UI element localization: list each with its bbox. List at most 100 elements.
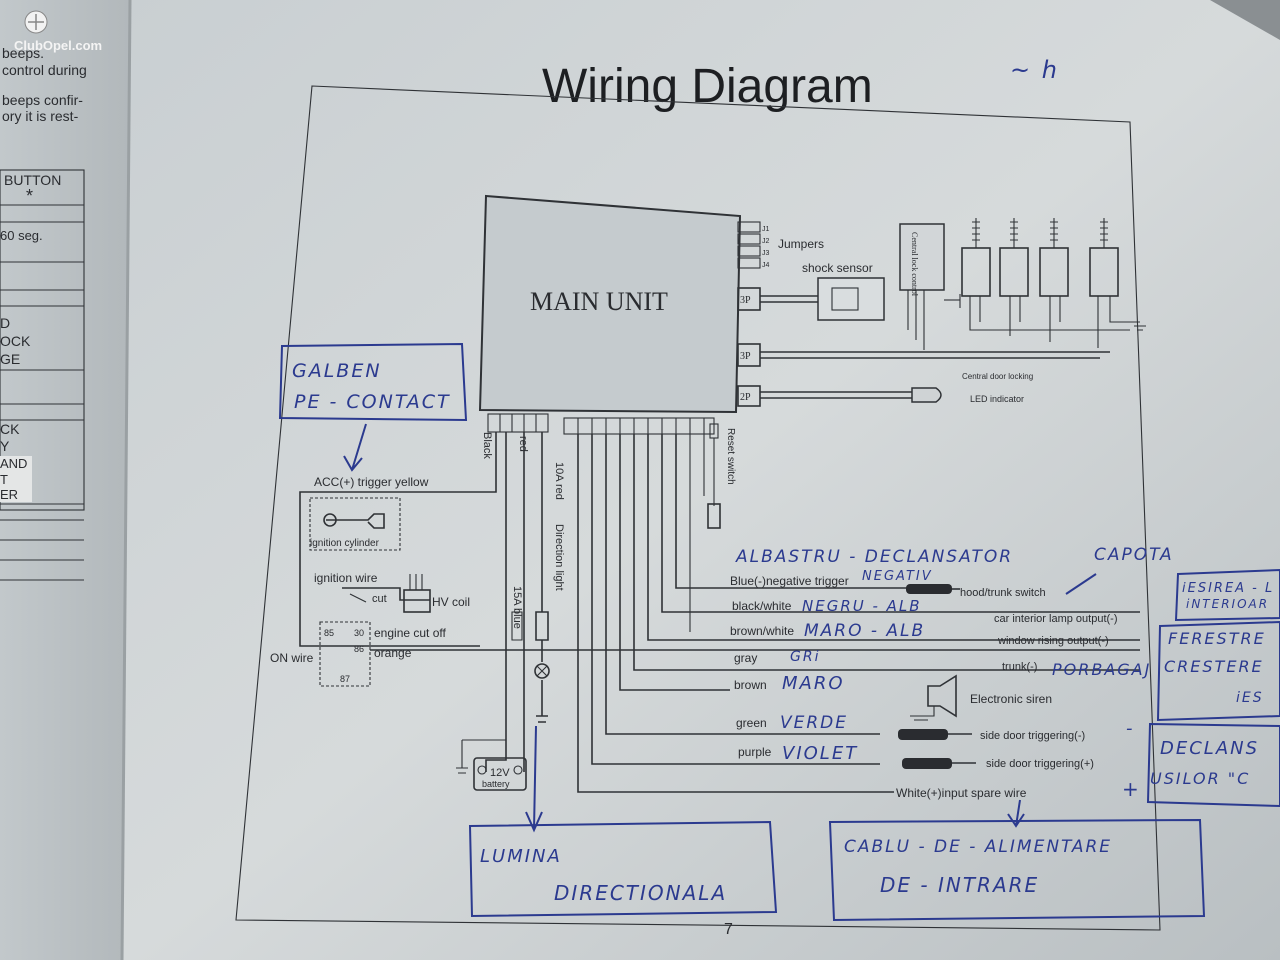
galben-box (278, 342, 468, 422)
relay-pin: 86 (354, 644, 364, 654)
left-text-line: beeps confir- (2, 92, 83, 108)
note-lumina: LUMINA (480, 846, 562, 867)
note-portbagaj: PORBAGAJ (1052, 660, 1151, 679)
diagram-title: Wiring Diagram (542, 60, 873, 113)
jumper-pin: J4 (762, 262, 770, 269)
left-page (0, 0, 130, 960)
shock-sensor-label: shock sensor (802, 261, 873, 275)
note-plus: + (1122, 777, 1141, 801)
note-capota: CAPOTA (1094, 545, 1174, 565)
note-de-intrare: DE - INTRARE (880, 873, 1039, 897)
port-2p (737, 385, 761, 407)
wire-label: black/white (732, 599, 792, 613)
note-usilor: USILOR "C (1150, 769, 1250, 788)
table-header: BUTTON (4, 172, 61, 188)
main-unit: MAIN UNIT J1 J2 J3 J4 Jumpers 3P 3P 2P (478, 194, 824, 439)
note-negativ: NEGATIV (862, 569, 933, 584)
engine-cut-off-label: engine cut off (374, 626, 447, 640)
jumper-pin: J1 (762, 226, 770, 233)
orange-label: orange (374, 646, 412, 660)
central-lock-control: Central lock control (899, 223, 961, 308)
wire-label: brown (734, 678, 767, 692)
page-number: 7 (724, 921, 733, 938)
relay-pin: 30 (354, 628, 364, 638)
port-label: 3P (740, 351, 751, 362)
output-wiring-lines (577, 434, 1140, 793)
highlighted-cells (0, 456, 32, 502)
cut-label: cut (372, 593, 387, 605)
ignition-wire-label: ignition wire (314, 571, 378, 585)
note-verde: VERDE (780, 713, 848, 733)
wire-label-black: Black (481, 432, 493, 459)
note-interioara: iNTERIOAR (1186, 597, 1269, 611)
central-lock-control-label: Central lock control (910, 232, 919, 297)
device-label: window rising output(-) (997, 635, 1109, 647)
device-label: car interior lamp output(-) (994, 613, 1118, 625)
jumper-pin: J2 (762, 238, 770, 245)
wire-label-red: red (517, 436, 529, 452)
table-cell: GE (0, 351, 20, 367)
wire-label: brown/white (730, 624, 794, 638)
table-cell: AND (0, 456, 27, 471)
device-label: hood/trunk switch (960, 587, 1046, 599)
iesirea-box (1174, 568, 1280, 622)
note-minus: - (1126, 718, 1135, 739)
hv-coil-symbol (403, 589, 431, 613)
on-wire-label: ON wire (270, 651, 314, 665)
hv-coil-label: HV coil (432, 595, 470, 609)
device-label: Electronic siren (970, 692, 1052, 706)
ferestre-box (1156, 620, 1280, 722)
acc-trigger-label: ACC(+) trigger yellow (314, 475, 429, 489)
note-gri: GRi (790, 649, 820, 665)
table-symbol: * (26, 186, 33, 206)
note-maro: MARO (782, 673, 845, 694)
watermark: ClubOpel.com (14, 10, 102, 53)
wire-label-10a-red: 10A red (553, 462, 565, 500)
relay-box (319, 621, 371, 687)
port-label: 2P (740, 392, 751, 403)
top-scribble: ~ h (1010, 56, 1059, 84)
central-lock-wires (760, 351, 1110, 359)
note-maro-alb: MARO - ALB (804, 621, 925, 641)
relay-pin: 85 (324, 628, 334, 638)
note-iesirea: iESIREA - L (1182, 581, 1274, 596)
left-page-table: BUTTON * 60 seg. D OCK GE CK Y AND T ER (0, 169, 85, 581)
note-violet: VIOLET (782, 743, 858, 764)
galben-arrow (343, 423, 367, 472)
note-declans: DECLANS (1160, 738, 1259, 759)
wire-label: purple (738, 745, 772, 759)
page-gutter (120, 0, 132, 960)
left-wiring-lines (299, 432, 550, 774)
declans-box (1146, 722, 1280, 808)
lumina-arrow (525, 725, 543, 833)
device-label: side door triggering(-) (980, 730, 1085, 742)
battery-sub-label: battery (482, 779, 510, 789)
device-label: side door triggering(+) (986, 758, 1094, 770)
reset-switch-label: Reset switch (725, 428, 736, 485)
table-cell: 60 seg. (0, 228, 43, 243)
ignition-assembly: ACC(+) trigger yellow ignition cylinder … (270, 475, 1140, 687)
table-cell: OCK (0, 333, 31, 349)
table-cell: T (0, 472, 8, 487)
wire-label: gray (734, 651, 757, 665)
main-unit-label: MAIN UNIT (530, 287, 668, 316)
note-albastru: ALBASTRU - DECLANSATOR (735, 547, 1013, 567)
note-directionala: DIRECTIONALA (554, 881, 727, 905)
central-door-locking-label: Central door locking (962, 372, 1033, 381)
battery-label: 12V (490, 767, 510, 779)
table-cell: D (0, 315, 10, 331)
battery: 12V battery (473, 757, 527, 791)
note-ferestre: FERESTRE (1168, 629, 1266, 648)
siren-icon (910, 674, 957, 721)
device-label: trunk(-) (1002, 661, 1037, 673)
note-pe-contact: PE - CONTACT (294, 391, 451, 413)
cablu-box (828, 818, 1206, 922)
left-text-line: ory it is rest- (2, 108, 79, 124)
wire-label: Blue(-)negative trigger (730, 574, 849, 588)
door-lock-actuators (907, 218, 1146, 350)
side-door-switches (898, 729, 976, 769)
port-label: 3P (740, 295, 751, 306)
table-cell: ER (0, 487, 18, 502)
handwritten-notes: GALBEN PE - CONTACT ALBASTRU - DECLANSAT… (278, 342, 1280, 922)
